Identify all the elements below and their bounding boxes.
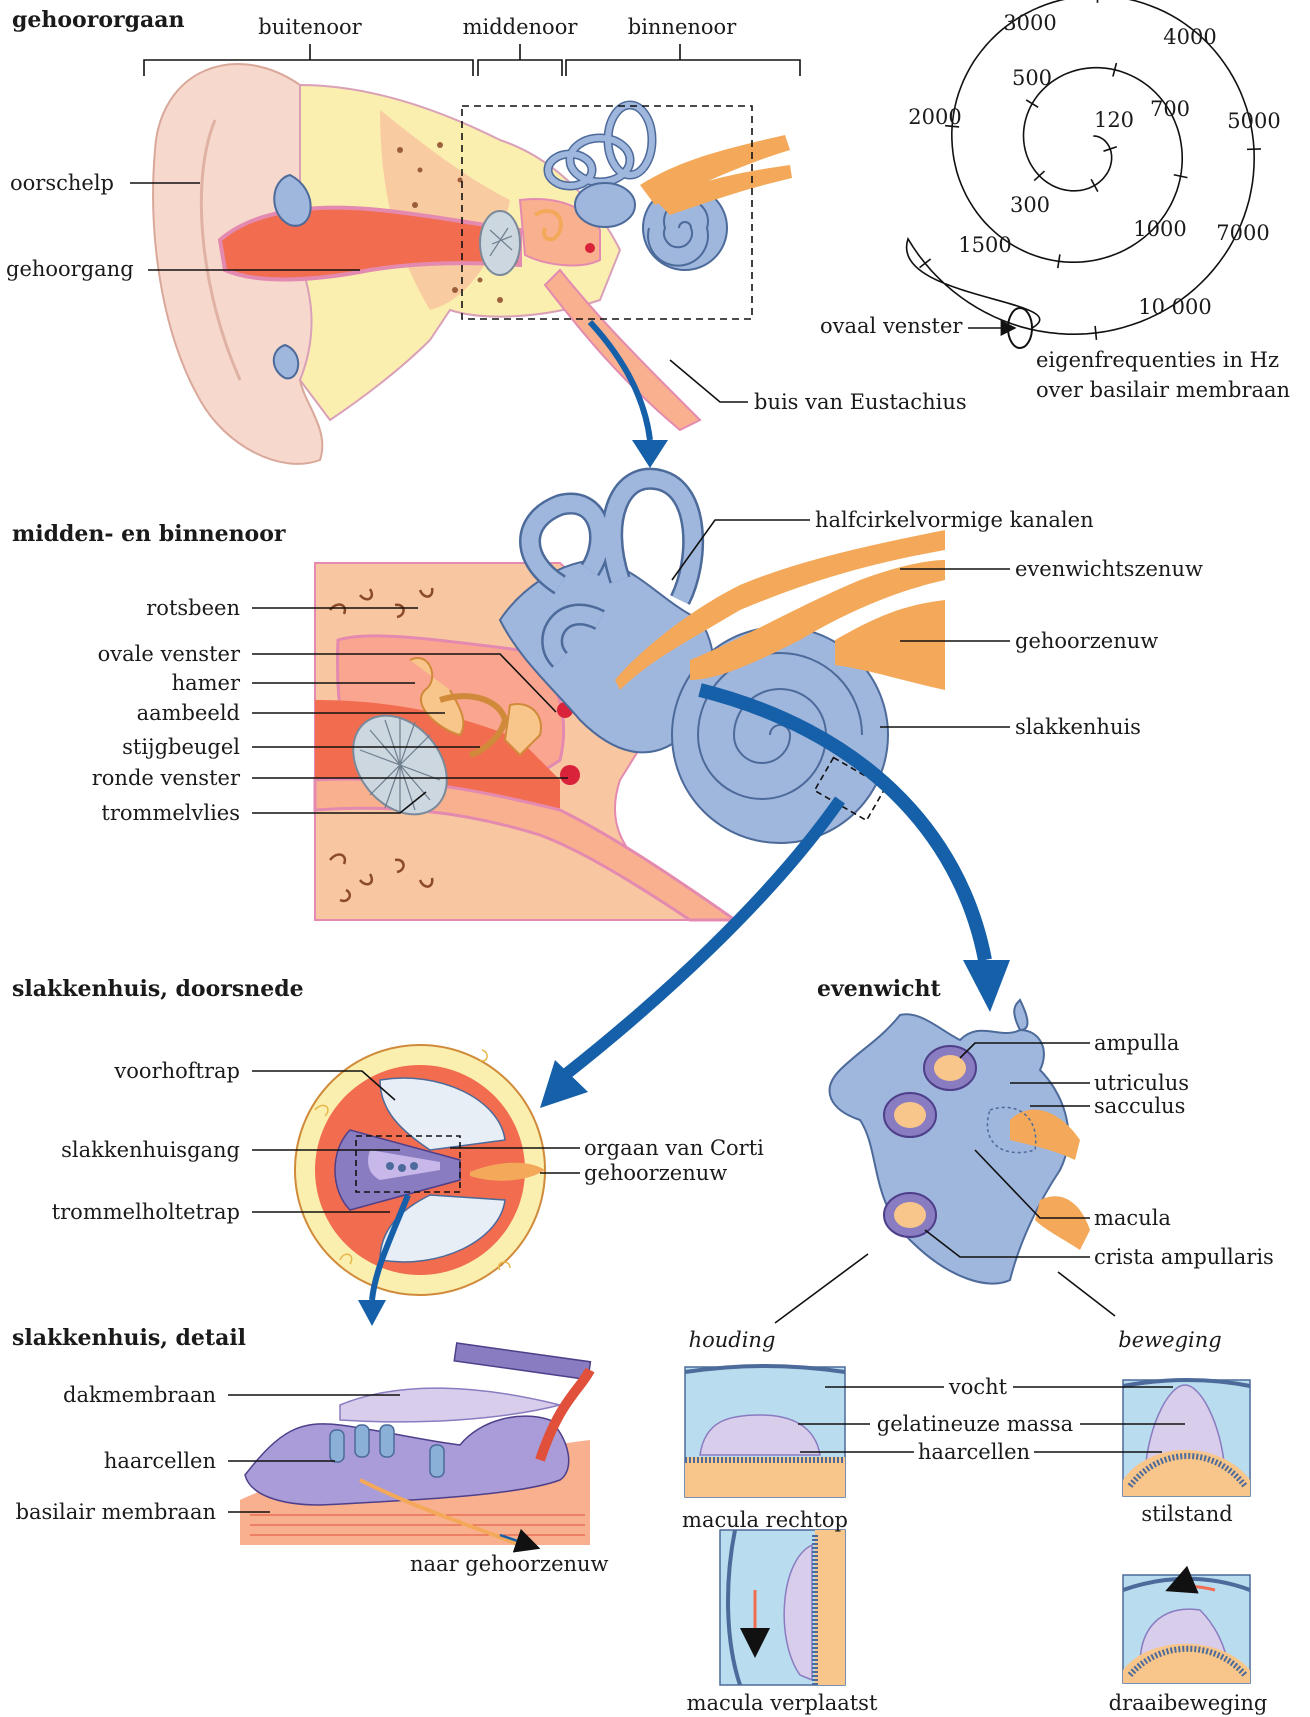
panel-draaibeweging	[1123, 1575, 1250, 1683]
label-ovaal-venster: ovaal venster	[820, 314, 963, 338]
label-macula: macula	[1094, 1206, 1171, 1230]
freq-120: 120	[1094, 108, 1134, 132]
label-gelatineuze-massa: gelatineuze massa	[877, 1412, 1073, 1436]
label-utriculus: utriculus	[1094, 1071, 1189, 1095]
label-voorhoftrap: voorhoftrap	[113, 1059, 240, 1083]
label-gehoorgang: gehoorgang	[6, 257, 134, 281]
freq-300: 300	[1010, 193, 1050, 217]
freq-1000: 1000	[1133, 217, 1186, 241]
spiral-tick-11	[920, 259, 931, 268]
label-haarcellen-balance: haarcellen	[918, 1440, 1030, 1464]
freq-1500: 1500	[958, 233, 1011, 257]
label-houding: houding	[689, 1328, 776, 1352]
cochlea-detail-illustration	[240, 1343, 590, 1548]
spiral-tick-3	[1026, 100, 1038, 107]
freq-500: 500	[1012, 66, 1052, 90]
outer-ear-illustration	[153, 64, 792, 464]
panel-stilstand	[1123, 1380, 1250, 1496]
label-ovale-venster: ovale venster	[98, 642, 241, 666]
label-buis-van-eustachius: buis van Eustachius	[754, 390, 967, 414]
label-ronde-venster: ronde venster	[92, 766, 241, 790]
panel-macula-rechtop	[685, 1366, 845, 1497]
label-naar-gehoorzenuw: naar gehoorzenuw	[410, 1552, 609, 1576]
label-stilstand: stilstand	[1141, 1502, 1232, 1526]
label-draaibeweging: draaibeweging	[1109, 1691, 1268, 1715]
label-basilair-membraan: basilair membraan	[16, 1500, 216, 1524]
panel-macula-verplaatst	[720, 1530, 845, 1685]
label-haarcellen-detail: haarcellen	[104, 1449, 216, 1473]
label-binnenoor: binnenoor	[628, 15, 737, 39]
spiral-tick-1	[1091, 179, 1098, 191]
label-oorschelp: oorschelp	[10, 171, 114, 195]
freq-700: 700	[1150, 97, 1190, 121]
label-hamer: hamer	[172, 671, 241, 695]
heading-slakkenhuis-doorsnede: slakkenhuis, doorsnede	[12, 976, 304, 1002]
heading-slakkenhuis-detail: slakkenhuis, detail	[12, 1325, 246, 1351]
spiral-caption-line2: over basilair membraan	[1036, 378, 1290, 402]
label-macula-rechtop: macula rechtop	[682, 1508, 848, 1532]
label-evenwichtszenuw: evenwichtszenuw	[1015, 557, 1203, 581]
middle-inner-ear-illustration	[315, 479, 945, 920]
label-rotsbeen: rotsbeen	[146, 596, 240, 620]
freq-7000: 7000	[1216, 221, 1269, 245]
label-stijgbeugel: stijgbeugel	[122, 735, 240, 759]
label-trommelvlies: trommelvlies	[101, 801, 240, 825]
label-macula-verplaatst: macula verplaatst	[687, 1691, 878, 1715]
freq-4000: 4000	[1163, 25, 1216, 49]
label-beweging: beweging	[1118, 1328, 1221, 1352]
spiral-tick-6	[1058, 254, 1060, 268]
label-vocht: vocht	[948, 1375, 1008, 1399]
label-trommelholtetrap: trommelholtetrap	[52, 1200, 240, 1224]
freq-10000: 10 000	[1138, 295, 1211, 319]
label-buitenoor: buitenoor	[258, 15, 362, 39]
label-halfcirkelvormige-kanalen: halfcirkelvormige kanalen	[815, 508, 1094, 532]
spiral-caption-line1: eigenfrequenties in Hz	[1036, 348, 1279, 372]
label-dakmembraan: dakmembraan	[63, 1383, 216, 1407]
cochlea-cross-section-illustration	[295, 1045, 545, 1295]
heading-midden-en-binnenoor: midden- en binnenoor	[12, 521, 286, 547]
label-orgaan-van-corti: orgaan van Corti	[584, 1136, 764, 1160]
label-slakkenhuis: slakkenhuis	[1015, 715, 1141, 739]
label-middenoor: middenoor	[463, 15, 579, 39]
freq-5000: 5000	[1227, 109, 1280, 133]
freq-3000: 3000	[1003, 11, 1056, 35]
heading-evenwicht: evenwicht	[817, 976, 941, 1002]
label-slakkenhuisgang: slakkenhuisgang	[61, 1138, 240, 1162]
label-gehoorzenuw-top: gehoorzenuw	[1015, 629, 1158, 653]
label-aambeeld: aambeeld	[137, 701, 240, 725]
label-sacculus: sacculus	[1094, 1094, 1185, 1118]
freq-2000: 2000	[908, 105, 961, 129]
heading-gehoororgaan: gehoororgaan	[12, 7, 184, 33]
label-crista-ampullaris: crista ampullaris	[1094, 1245, 1274, 1269]
label-gehoorzenuw-section: gehoorzenuw	[584, 1161, 727, 1185]
label-ampulla: ampulla	[1094, 1031, 1179, 1055]
spiral-tick-10	[1095, 326, 1096, 340]
